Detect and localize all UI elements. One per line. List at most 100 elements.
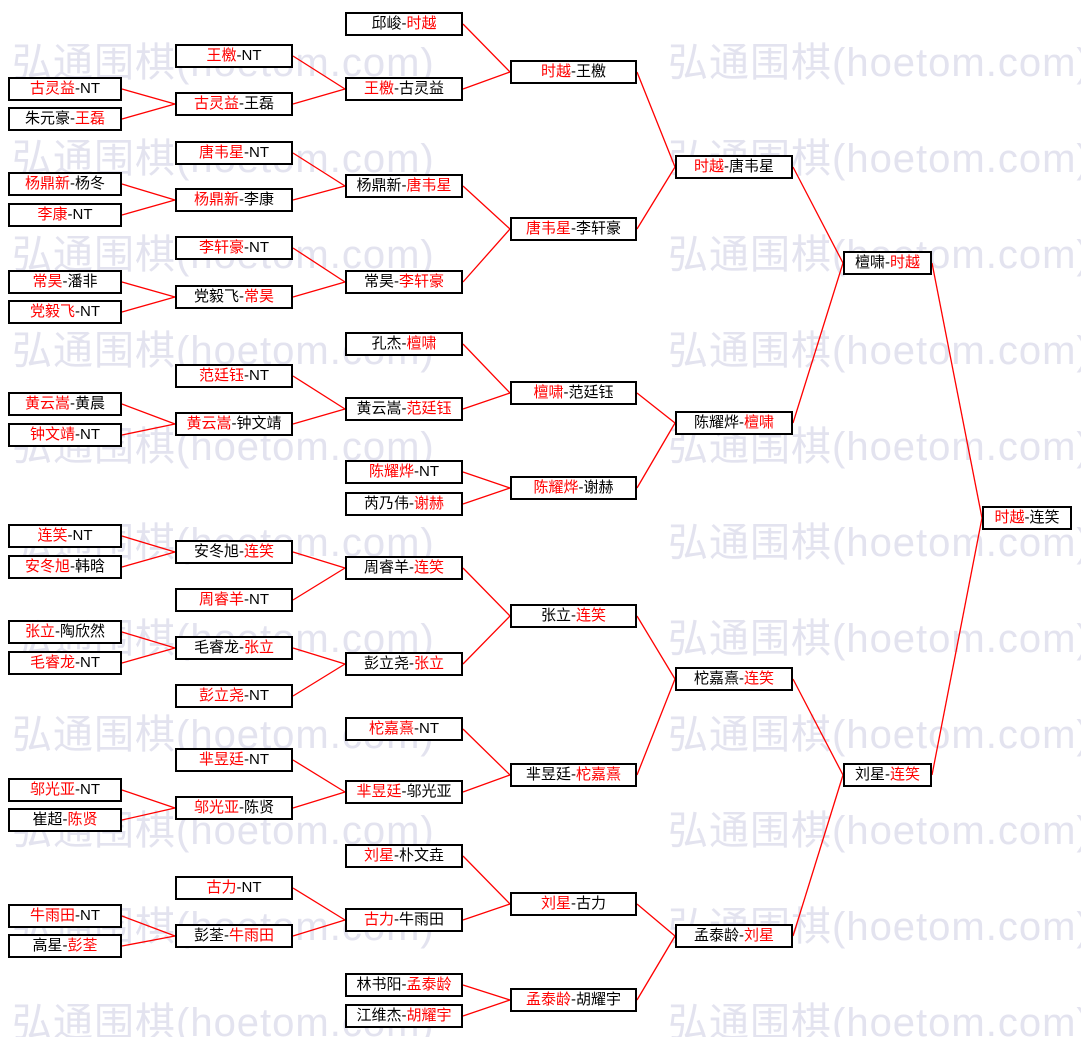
connector-line [462, 999, 511, 1017]
player-name: -NT [236, 879, 262, 896]
player-name: -潘非 [62, 273, 98, 290]
player-name: -谢赫 [578, 479, 614, 496]
connector-line [121, 915, 176, 937]
connector-line [462, 487, 511, 505]
match-box: 牛雨田-NT [8, 904, 122, 928]
connector-line [636, 71, 676, 168]
match-box: 柁嘉熹-NT [345, 717, 463, 741]
winner-name: 刘星 [540, 895, 571, 912]
winner-name: 钟文靖 [29, 426, 75, 443]
winner-name: 张立 [413, 655, 444, 672]
player-name: -NT [414, 463, 439, 480]
match-box: 周睿羊-NT [175, 588, 293, 612]
match-box: 毛睿龙-NT [8, 651, 122, 675]
player-name: -NT [244, 239, 269, 256]
winner-name: 古灵益 [193, 95, 239, 112]
match-box: 朱元豪-王磊 [8, 107, 122, 131]
connector-line [121, 647, 176, 664]
winner-name: 王檄 [206, 47, 237, 64]
winner-name: 牛雨田 [228, 927, 274, 944]
player-name: 高星- [32, 937, 68, 954]
match-box: 孔杰-檀啸 [345, 332, 463, 356]
player-name: 彭荃- [193, 927, 229, 944]
winner-name: 连笑 [413, 559, 444, 576]
connector-line [292, 408, 346, 425]
match-box: 杨鼎新-杨冬 [8, 172, 122, 196]
winner-name: 连笑 [743, 670, 774, 687]
match-box: 芮乃伟-谢赫 [345, 492, 463, 516]
player-name: 彭立尧- [363, 655, 414, 672]
connector-line [121, 551, 176, 568]
match-box: 连笑-NT [8, 524, 122, 548]
match-box: 杨鼎新-李康 [175, 188, 293, 212]
winner-name: 邬光亚 [29, 781, 75, 798]
connector-line [121, 296, 176, 313]
player-name: 檀啸- [854, 254, 890, 271]
winner-name: 邬光亚 [193, 799, 239, 816]
watermark-text: 弘通围棋(hoetom.com) [668, 41, 1081, 85]
match-box: 刘星-古力 [510, 892, 637, 916]
player-name: 陈耀烨- [693, 414, 744, 431]
match-box: 邬光亚-NT [8, 778, 122, 802]
winner-name: 连笑 [889, 766, 920, 783]
connector-line [292, 152, 346, 187]
match-box: 王檄-古灵益 [345, 77, 463, 101]
player-name: -NT [244, 144, 269, 161]
winner-name: 檀啸 [533, 384, 564, 401]
connector-line [292, 567, 346, 601]
connector-line [636, 903, 676, 937]
player-name: 常昊- [363, 273, 399, 290]
connector-line [292, 759, 346, 793]
connector-line [636, 392, 676, 424]
connector-line [462, 567, 511, 617]
winner-name: 柁嘉熹 [368, 720, 414, 737]
winner-name: 党毅飞 [29, 303, 75, 320]
match-box: 毛睿龙-张立 [175, 636, 293, 660]
winner-name: 芈昱廷 [198, 751, 244, 768]
winner-name: 芈昱廷 [356, 783, 402, 800]
connector-line [121, 103, 176, 120]
winner-name: 时越 [889, 254, 920, 271]
player-name: 邱峻- [371, 15, 407, 32]
connector-line [462, 728, 511, 776]
winner-name: 杨鼎新 [193, 191, 239, 208]
match-box: 陈耀烨-NT [345, 460, 463, 484]
connector-line [292, 551, 346, 569]
connector-line [462, 855, 511, 905]
player-name: 毛睿龙- [193, 639, 244, 656]
player-name: -唐韦星 [724, 158, 774, 175]
match-box: 张立-连笑 [510, 604, 637, 628]
match-box: 唐韦星-NT [175, 141, 293, 165]
match-box: 陈耀烨-谢赫 [510, 476, 637, 500]
player-name: -胡耀宇 [571, 991, 621, 1008]
watermark-text: 弘通围棋(hoetom.com) [668, 329, 1081, 373]
match-box: 范廷钰-NT [175, 364, 293, 388]
winner-name: 古力 [363, 911, 394, 928]
watermark-text: 弘通围棋(hoetom.com) [668, 713, 1081, 757]
player-name: 江维杰- [356, 1007, 407, 1024]
player-name: 孔杰- [371, 335, 407, 352]
player-name: 杨鼎新- [356, 177, 407, 194]
match-box: 古灵益-NT [8, 77, 122, 101]
winner-name: 毛睿龙 [29, 654, 75, 671]
watermark-text: 弘通围棋(hoetom.com) [668, 1001, 1081, 1037]
winner-name: 谢赫 [413, 495, 444, 512]
player-name: 孟泰龄- [693, 927, 744, 944]
winner-name: 檀啸 [743, 414, 774, 431]
player-name: -NT [75, 654, 100, 671]
winner-name: 刘星 [743, 927, 774, 944]
match-box: 李康-NT [8, 203, 122, 227]
winner-name: 古灵益 [29, 80, 75, 97]
watermark-text: 弘通围棋(hoetom.com) [668, 809, 1081, 853]
player-name: 党毅飞- [193, 288, 244, 305]
winner-name: 胡耀宇 [406, 1007, 452, 1024]
match-box: 常昊-李轩豪 [345, 270, 463, 294]
winner-name: 王檄 [363, 80, 394, 97]
connector-line [462, 23, 511, 73]
winner-name: 陈耀烨 [368, 463, 414, 480]
connector-line [121, 423, 176, 436]
player-name: 张立- [540, 607, 576, 624]
match-box: 芈昱廷-NT [175, 748, 293, 772]
